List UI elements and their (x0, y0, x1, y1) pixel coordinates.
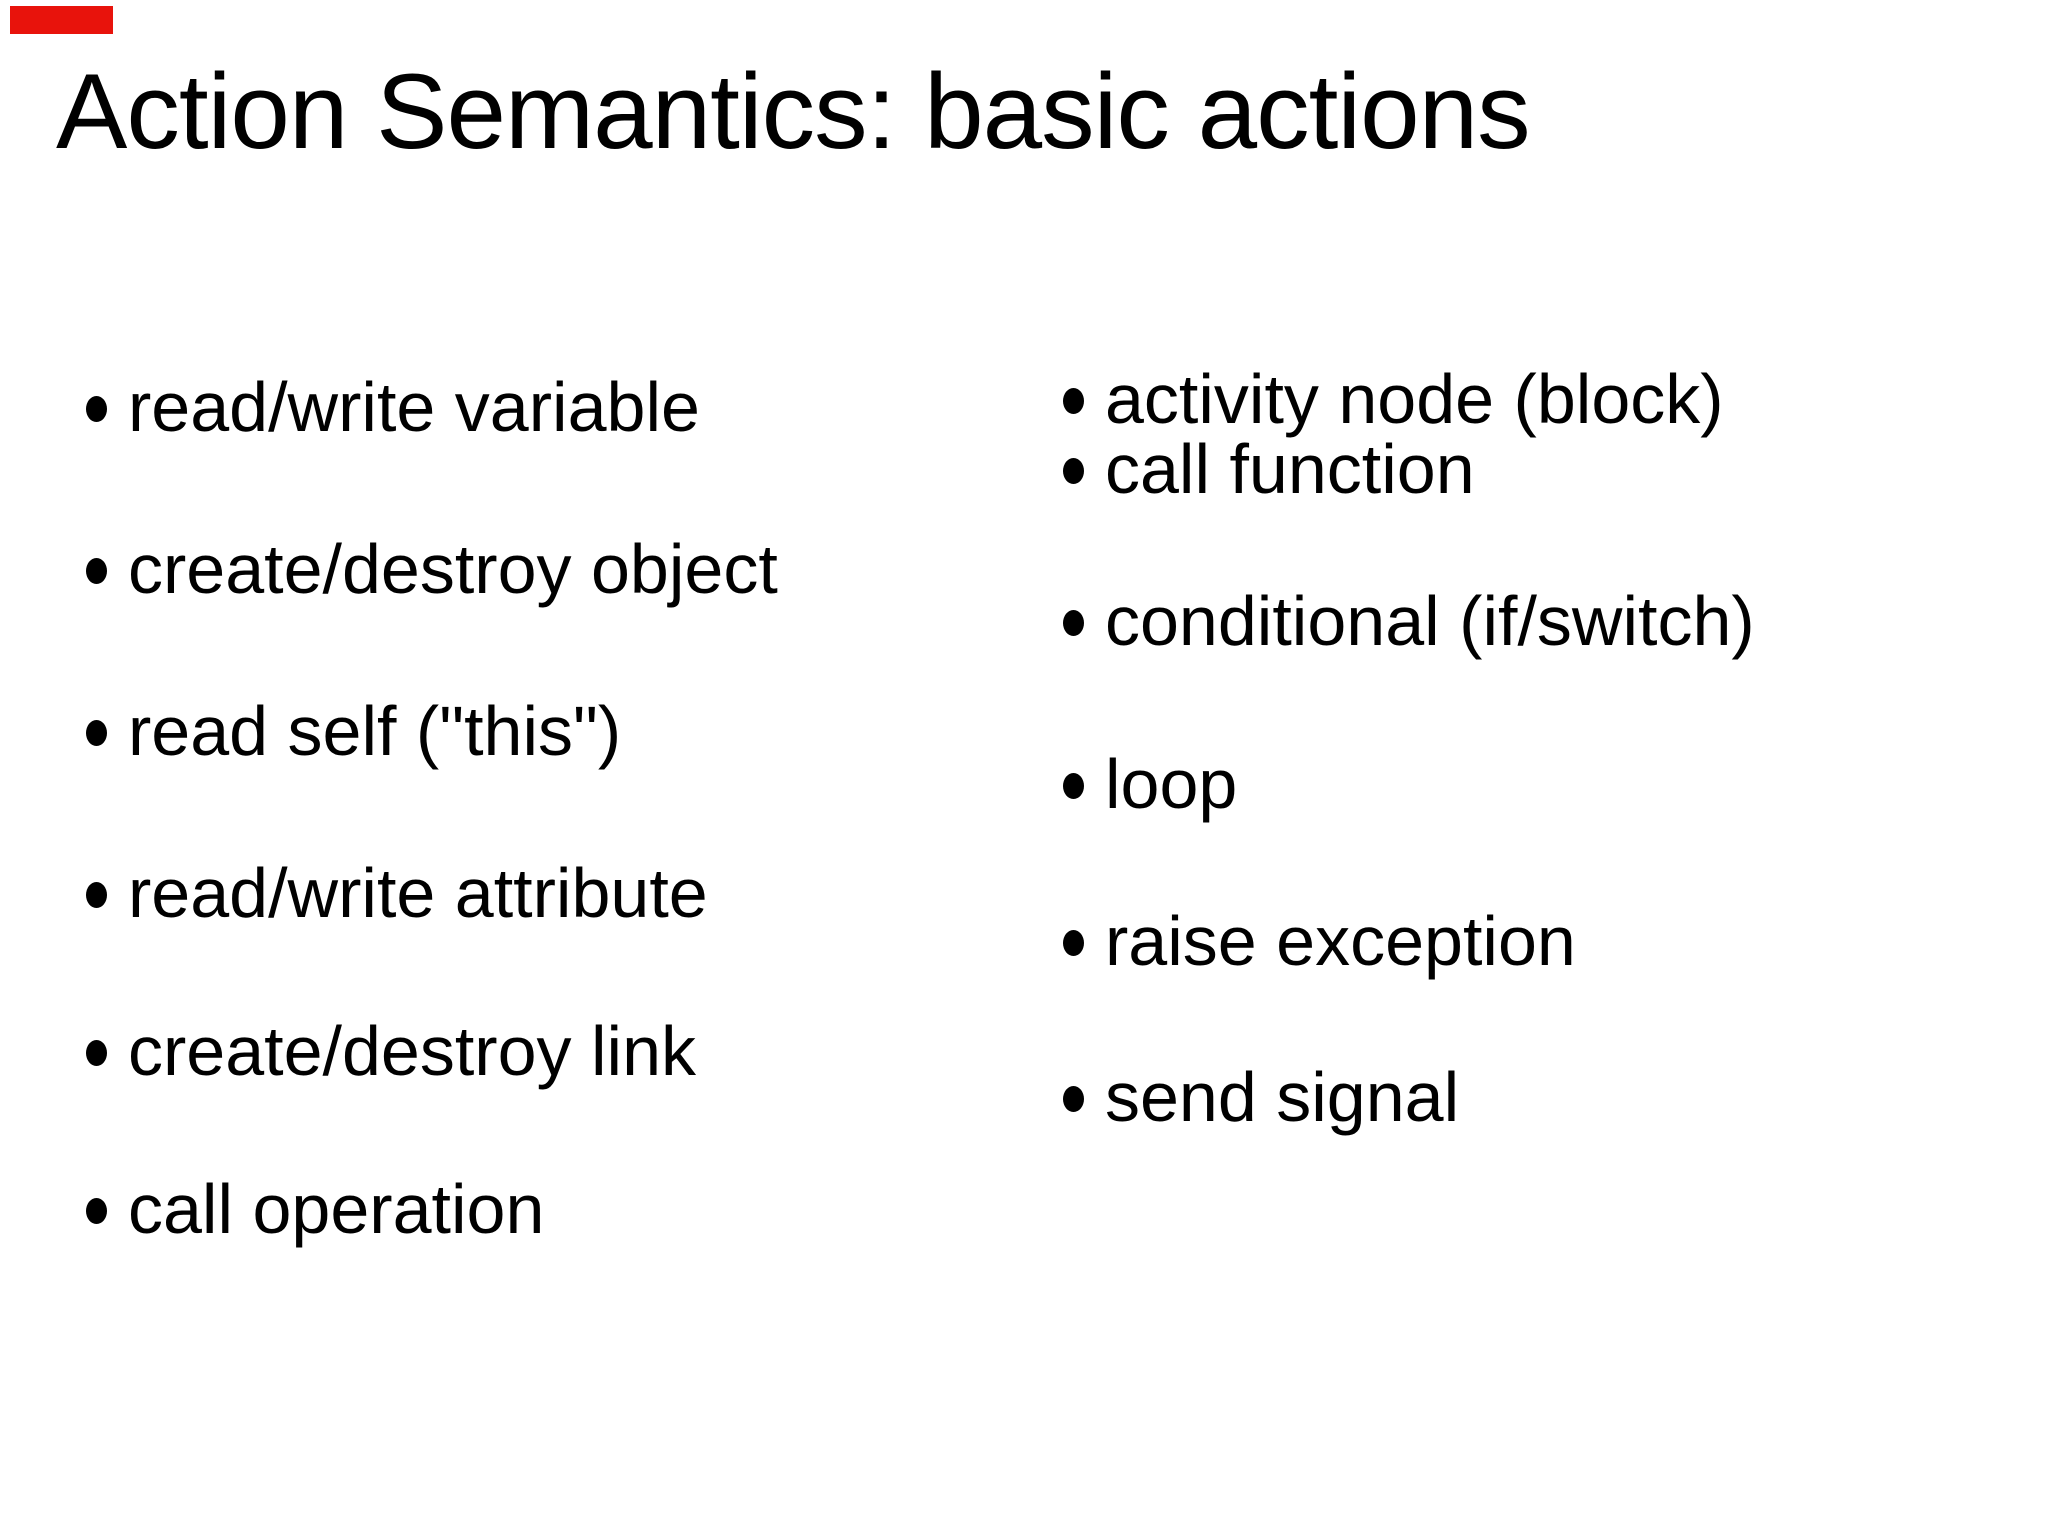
bullet-item: raise exception (1063, 906, 1983, 976)
bullet-label: send signal (1105, 1058, 1460, 1136)
bullet-dot-icon (86, 1198, 107, 1224)
bullet-dot-icon (86, 720, 107, 746)
slide-title: Action Semantics: basic actions (56, 51, 1531, 171)
bullet-dot-icon (86, 396, 107, 422)
bullet-column-right: activity node (block) call function cond… (1063, 364, 1983, 1132)
bullet-label: loop (1105, 745, 1238, 823)
bullet-dot-icon (1063, 388, 1084, 414)
bullet-label: create/destroy link (128, 1012, 697, 1090)
bullet-item: loop (1063, 749, 1983, 819)
bullet-label: call function (1105, 430, 1475, 508)
bullet-dot-icon (1063, 610, 1084, 636)
bullet-label: call operation (128, 1170, 545, 1248)
bullet-label: read/write attribute (128, 854, 708, 932)
bullet-dot-icon (1063, 930, 1084, 956)
bullet-dot-icon (1063, 458, 1084, 484)
bullet-item: conditional (if/switch) (1063, 586, 1983, 656)
bullet-label: read/write variable (128, 368, 700, 446)
bullet-item: create/destroy object (86, 534, 986, 604)
bullet-label: raise exception (1105, 902, 1576, 980)
bullet-item: read/write attribute (86, 858, 986, 928)
bullet-label: activity node (block) (1105, 360, 1724, 438)
bullet-item: activity node (block) (1063, 364, 1983, 434)
bullet-dot-icon (86, 882, 107, 908)
bullet-item: read/write variable (86, 372, 986, 442)
bullet-label: create/destroy object (128, 530, 778, 608)
bullet-item: call operation (86, 1174, 986, 1244)
bullet-label: read self ("this") (128, 692, 622, 770)
corner-marker (10, 6, 113, 34)
bullet-item: create/destroy link (86, 1016, 986, 1086)
bullet-dot-icon (86, 558, 107, 584)
bullet-item: read self ("this") (86, 696, 986, 766)
bullet-label: conditional (if/switch) (1105, 582, 1755, 660)
bullet-dot-icon (1063, 773, 1084, 799)
bullet-item: send signal (1063, 1062, 1983, 1132)
bullet-column-left: read/write variable create/destroy objec… (86, 372, 986, 1244)
bullet-dot-icon (86, 1040, 107, 1066)
bullet-item: call function (1063, 434, 1983, 504)
bullet-dot-icon (1063, 1086, 1084, 1112)
